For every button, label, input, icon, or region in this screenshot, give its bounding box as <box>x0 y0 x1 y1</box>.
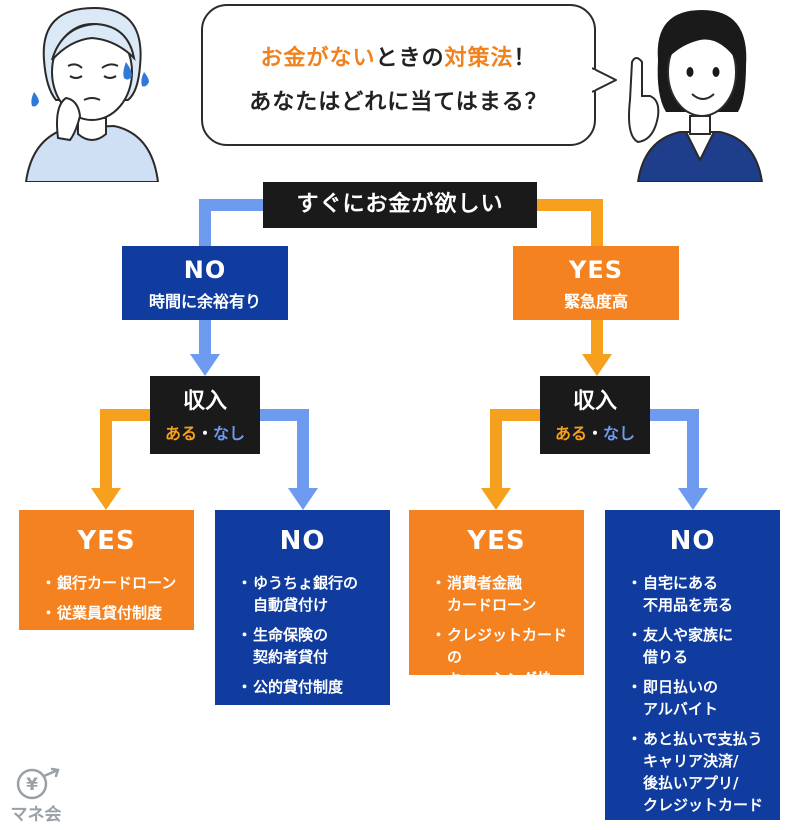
bubble-tail <box>592 67 617 93</box>
mane-kai-logo: ¥ マネ会 <box>6 766 66 828</box>
bullet-dot: ・ <box>431 574 447 592</box>
bullet-dot: ・ <box>627 626 643 644</box>
branch-yes-box: YES 緊急度高 <box>513 246 679 320</box>
bubble-text-1a: お金がない <box>260 46 376 71</box>
list-item-text: 従業員貸付制度 <box>57 604 163 622</box>
bullet-dot: ・ <box>627 574 643 592</box>
list-item-text: 生命保険の 契約者貸付 <box>253 626 329 666</box>
right-yes-list: ・消費者金融 カードローン ・クレジットカードの キャッシング枠 <box>409 572 584 690</box>
list-item-text: 即日払いの アルバイト <box>643 678 719 718</box>
list-item: ・ゆうちょ銀行の 自動貸付け <box>237 572 382 616</box>
bullet-dot: ・ <box>431 626 447 644</box>
arrow-left-income-to-no <box>260 409 309 490</box>
arrow-root-to-no <box>199 199 263 246</box>
bullet-dot: ・ <box>237 678 253 696</box>
branch-no-title: NO <box>183 256 227 284</box>
right-yes-title: YES <box>467 526 526 556</box>
left-income-nashi: なし <box>213 424 246 443</box>
arrow-root-to-yes <box>537 199 603 246</box>
arrowhead-left-no <box>288 488 318 510</box>
list-item: ・友人や家族に 借りる <box>627 624 772 668</box>
arrow-right-income-to-yes <box>490 409 540 490</box>
left-no-list: ・ゆうちょ銀行の 自動貸付け ・生命保険の 契約者貸付 ・公的貸付制度 <box>215 572 390 698</box>
list-item: ・自宅にある 不用品を売る <box>627 572 772 616</box>
arrowhead-right-yes <box>481 488 511 510</box>
list-item: ・生命保険の 契約者貸付 <box>237 624 382 668</box>
watermark-text: マネ会 <box>10 805 62 825</box>
bubble-text-1b: ときの <box>375 46 445 71</box>
arrow-left-income-to-yes <box>100 409 150 490</box>
list-item: ・公的貸付制度 <box>237 676 382 698</box>
list-item: ・消費者金融 カードローン <box>431 572 576 616</box>
left-yes-title: YES <box>77 526 136 556</box>
list-item-text: 友人や家族に 借りる <box>643 626 734 666</box>
root-question: すぐにお金が欲しい <box>263 182 537 228</box>
bullet-dot: ・ <box>41 574 57 592</box>
speech-bubble: お金がないときの対策法！ あなたはどれに当てはまる？ <box>201 4 596 146</box>
branch-no-subtitle: 時間に余裕有り <box>148 292 261 311</box>
left-no-title: NO <box>279 526 326 556</box>
left-no-options: NO ・ゆうちょ銀行の 自動貸付け ・生命保険の 契約者貸付 ・公的貸付制度 <box>215 510 390 705</box>
list-item-text: ゆうちょ銀行の 自動貸付け <box>253 574 359 614</box>
left-yes-options: YES ・銀行カードローン ・従業員貸付制度 <box>19 510 194 630</box>
right-income-sep: ・ <box>586 424 603 443</box>
bullet-dot: ・ <box>237 574 253 592</box>
right-income-aru: ある <box>554 424 587 443</box>
right-income-options: ある・なし <box>540 420 650 444</box>
list-item: ・銀行カードローン <box>41 572 186 594</box>
list-item-text: 公的貸付制度 <box>253 678 344 696</box>
right-yes-options: YES ・消費者金融 カードローン ・クレジットカードの キャッシング枠 <box>409 510 584 688</box>
worried-woman-illustration <box>24 6 160 182</box>
left-income-box: 収入 ある・なし <box>150 376 260 454</box>
right-no-title: NO <box>669 526 716 556</box>
bullet-dot: ・ <box>41 604 57 622</box>
list-item: ・あと払いで支払う キャリア決済/ 後払いアプリ/ クレジットカード <box>627 728 772 816</box>
bubble-line-2: あなたはどれに当てはまる？ <box>249 90 548 115</box>
arrowhead-left-yes <box>91 488 121 510</box>
left-income-aru: ある <box>164 424 197 443</box>
list-item-text: 消費者金融 カードローン <box>447 574 537 614</box>
branch-yes-title: YES <box>568 256 624 284</box>
advisor-woman-illustration <box>628 10 764 182</box>
bullet-dot: ・ <box>627 730 643 748</box>
list-item: ・従業員貸付制度 <box>41 602 186 624</box>
arrowhead-no-to-income <box>190 354 220 376</box>
arrowhead-right-no <box>678 488 708 510</box>
bullet-dot: ・ <box>237 626 253 644</box>
list-item-text: クレジットカードの キャッシング枠 <box>447 626 568 688</box>
list-item-text: 銀行カードローン <box>57 574 177 592</box>
bubble-text-1c: 対策法 <box>444 46 514 71</box>
arrowhead-yes-to-income <box>582 354 612 376</box>
branch-yes-subtitle: 緊急度高 <box>563 292 628 311</box>
branch-no-box: NO 時間に余裕有り <box>122 246 288 320</box>
right-income-nashi: なし <box>603 424 636 443</box>
bullet-dot: ・ <box>627 678 643 696</box>
yen-symbol: ¥ <box>26 775 38 795</box>
bubble-text-1d: ！ <box>513 46 537 71</box>
left-income-title: 収入 <box>182 389 227 414</box>
left-income-sep: ・ <box>196 424 213 443</box>
right-no-options: NO ・自宅にある 不用品を売る ・友人や家族に 借りる ・即日払いの アルバイ… <box>605 510 780 820</box>
right-income-title: 収入 <box>572 389 617 414</box>
right-income-box: 収入 ある・なし <box>540 376 650 454</box>
left-income-options: ある・なし <box>150 420 260 444</box>
list-item-text: あと払いで支払う キャリア決済/ 後払いアプリ/ クレジットカード <box>643 730 764 814</box>
left-yes-list: ・銀行カードローン ・従業員貸付制度 <box>19 572 194 624</box>
bubble-line-1: お金がないときの対策法！ <box>203 40 594 72</box>
yen-coin-icon: ¥ <box>16 767 60 800</box>
right-no-list: ・自宅にある 不用品を売る ・友人や家族に 借りる ・即日払いの アルバイト ・… <box>605 572 780 816</box>
list-item: ・クレジットカードの キャッシング枠 <box>431 624 576 690</box>
list-item-text: 自宅にある 不用品を売る <box>643 574 734 614</box>
list-item: ・即日払いの アルバイト <box>627 676 772 720</box>
arrow-right-income-to-no <box>650 409 699 490</box>
